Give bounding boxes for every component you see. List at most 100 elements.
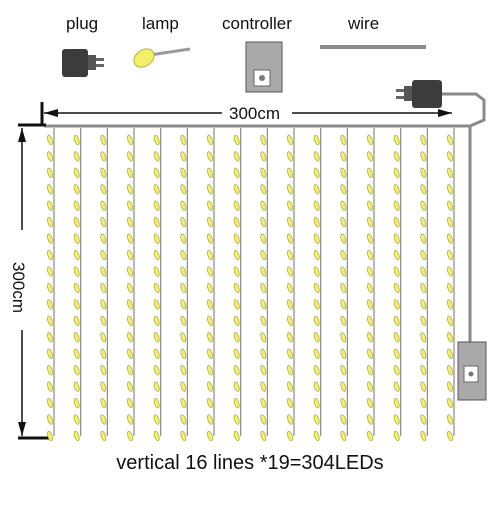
led xyxy=(260,414,267,425)
led xyxy=(340,266,347,277)
led xyxy=(207,299,213,310)
led xyxy=(393,134,400,146)
led xyxy=(393,299,400,310)
led xyxy=(340,315,347,326)
controller-label: controller xyxy=(222,14,292,33)
led xyxy=(260,151,267,162)
led xyxy=(367,332,373,343)
led xyxy=(47,348,53,359)
led xyxy=(127,250,133,261)
led xyxy=(207,167,213,178)
led xyxy=(47,282,53,294)
led xyxy=(100,250,107,261)
led xyxy=(313,381,320,392)
led xyxy=(260,233,267,244)
led xyxy=(47,315,53,326)
led xyxy=(367,430,373,442)
led xyxy=(393,381,400,392)
led xyxy=(100,348,107,359)
led xyxy=(340,151,347,162)
led xyxy=(100,167,107,178)
led xyxy=(233,332,240,343)
led xyxy=(260,348,267,359)
led xyxy=(447,266,453,277)
led xyxy=(447,299,453,310)
led xyxy=(153,217,160,228)
led xyxy=(260,167,267,178)
width-dimension xyxy=(40,102,452,124)
led xyxy=(367,414,373,425)
led xyxy=(313,398,320,409)
led xyxy=(287,332,293,343)
led xyxy=(127,151,133,162)
led xyxy=(393,398,400,409)
led xyxy=(73,414,80,425)
led xyxy=(287,299,293,310)
led xyxy=(233,398,240,409)
led xyxy=(340,414,347,425)
led xyxy=(340,184,347,195)
led xyxy=(287,250,293,261)
led xyxy=(153,282,160,294)
led xyxy=(367,134,373,146)
led xyxy=(73,430,80,442)
supply-cable xyxy=(442,92,486,344)
led xyxy=(420,348,427,359)
led xyxy=(127,315,133,326)
led xyxy=(340,282,347,294)
led xyxy=(420,381,427,392)
caption: vertical 16 lines *19=304LEDs xyxy=(116,452,384,474)
led xyxy=(180,250,187,261)
led xyxy=(207,200,213,211)
led xyxy=(180,414,187,425)
led xyxy=(393,200,400,211)
led xyxy=(260,315,267,326)
led xyxy=(367,167,373,178)
led xyxy=(340,233,347,244)
led xyxy=(367,348,373,359)
led xyxy=(127,299,133,310)
led xyxy=(207,266,213,277)
led xyxy=(47,365,53,376)
led xyxy=(447,167,453,178)
led xyxy=(420,299,427,310)
led xyxy=(287,200,293,211)
led xyxy=(127,398,133,409)
led xyxy=(393,167,400,178)
led xyxy=(47,398,53,409)
plug-label: plug xyxy=(66,14,99,33)
led xyxy=(260,282,267,294)
led xyxy=(73,151,80,162)
led xyxy=(153,348,160,359)
led xyxy=(340,398,347,409)
led xyxy=(313,282,320,294)
led xyxy=(100,315,107,326)
led xyxy=(420,167,427,178)
led xyxy=(393,414,400,425)
led xyxy=(393,151,400,162)
led xyxy=(447,381,453,392)
led xyxy=(313,266,320,277)
led xyxy=(233,414,240,425)
led xyxy=(100,266,107,277)
led xyxy=(233,299,240,310)
led xyxy=(340,167,347,178)
led xyxy=(420,250,427,261)
led-curtain xyxy=(47,128,455,442)
led xyxy=(313,217,320,228)
led xyxy=(393,348,400,359)
led xyxy=(153,299,160,310)
led xyxy=(367,315,373,326)
led xyxy=(153,398,160,409)
led xyxy=(73,184,80,195)
led xyxy=(73,365,80,376)
led xyxy=(180,365,187,376)
led xyxy=(73,315,80,326)
led xyxy=(100,299,107,310)
led xyxy=(367,217,373,228)
led xyxy=(287,414,293,425)
led xyxy=(100,282,107,294)
led xyxy=(233,282,240,294)
led xyxy=(73,167,80,178)
led xyxy=(127,282,133,294)
